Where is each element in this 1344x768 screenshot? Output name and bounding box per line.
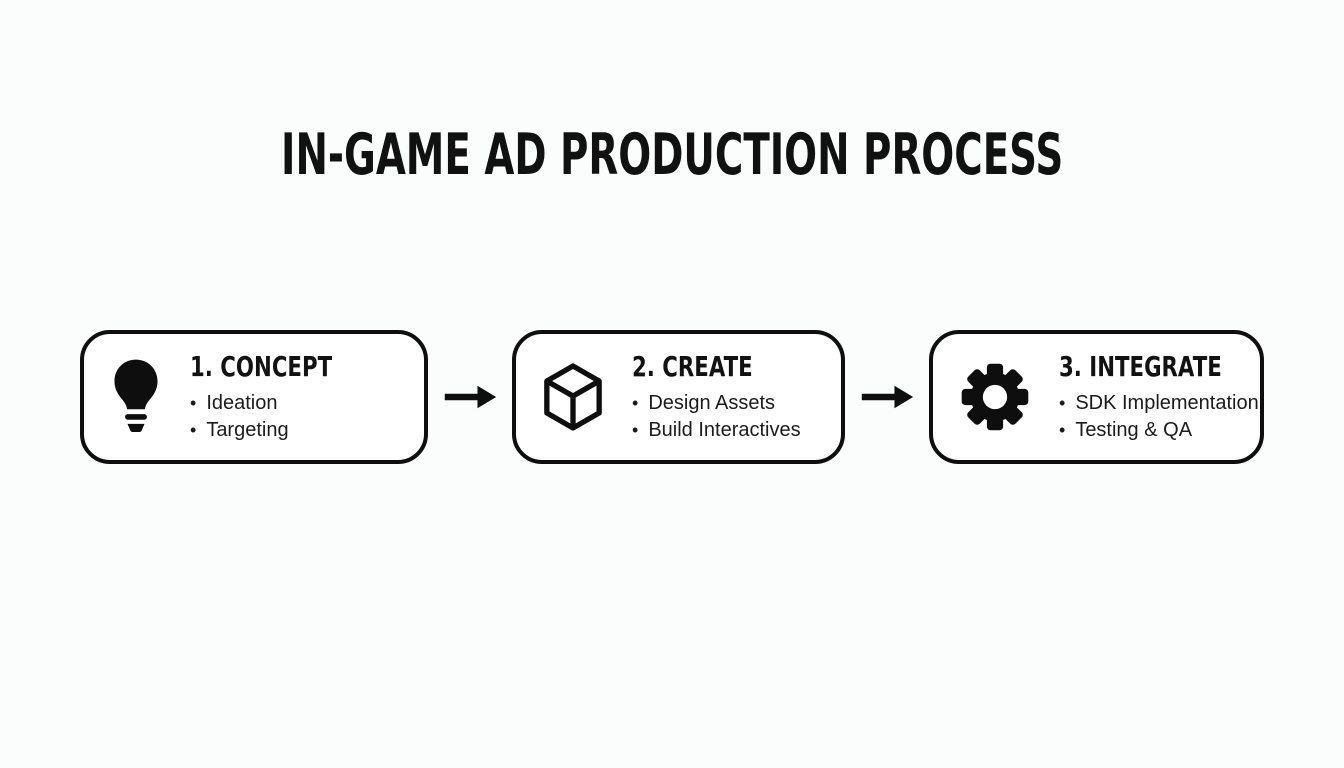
bullet-item: • Design Assets	[632, 390, 801, 417]
stage-heading: 1. CONCEPT	[190, 350, 333, 383]
bullet-item: • Build Interactives	[632, 417, 801, 444]
title-container: IN-GAME AD PRODUCTION PROCESS	[0, 122, 1344, 188]
bullet-item: • Testing & QA	[1059, 417, 1273, 444]
bullet-item: • Targeting	[190, 417, 377, 444]
bullet-item: • SDK Implementation	[1059, 390, 1273, 417]
bullet-item: • Ideation	[190, 390, 377, 417]
arrow-right-icon	[859, 382, 915, 412]
bullet-label: SDK Implementation	[1075, 392, 1259, 414]
bullet-label: Build Interactives	[648, 419, 801, 441]
bullet-dot: •	[632, 420, 639, 440]
gear-icon	[959, 361, 1031, 433]
stage-box-create: 2. CREATE • Design Assets • Build Intera…	[512, 330, 845, 464]
stage-text-integrate: 3. INTEGRATE • SDK Implementation • Test…	[1059, 350, 1273, 444]
bullet-dot: •	[632, 393, 639, 413]
bullet-label: Ideation	[206, 392, 278, 414]
stage-text-create: 2. CREATE • Design Assets • Build Intera…	[632, 350, 801, 444]
bullet-dot: •	[1059, 420, 1066, 440]
bullet-dot: •	[190, 393, 197, 413]
arrow-right-icon	[442, 382, 498, 412]
cube-icon	[542, 362, 604, 432]
page-title: IN-GAME AD PRODUCTION PROCESS	[280, 122, 1064, 188]
lightbulb-icon	[110, 355, 162, 439]
stage-text-concept: 1. CONCEPT • Ideation • Targeting	[190, 350, 377, 444]
stage-heading: 3. INTEGRATE	[1059, 350, 1222, 383]
bullet-label: Targeting	[206, 419, 289, 441]
stage-box-concept: 1. CONCEPT • Ideation • Targeting	[80, 330, 428, 464]
process-flow: 1. CONCEPT • Ideation • Targeting	[0, 330, 1344, 464]
bullet-dot: •	[190, 420, 197, 440]
bullet-label: Design Assets	[648, 392, 776, 414]
stage-box-integrate: 3. INTEGRATE • SDK Implementation • Test…	[929, 330, 1264, 464]
bullet-label: Testing & QA	[1075, 419, 1193, 441]
bullet-dot: •	[1059, 393, 1066, 413]
stage-heading: 2. CREATE	[632, 350, 753, 383]
